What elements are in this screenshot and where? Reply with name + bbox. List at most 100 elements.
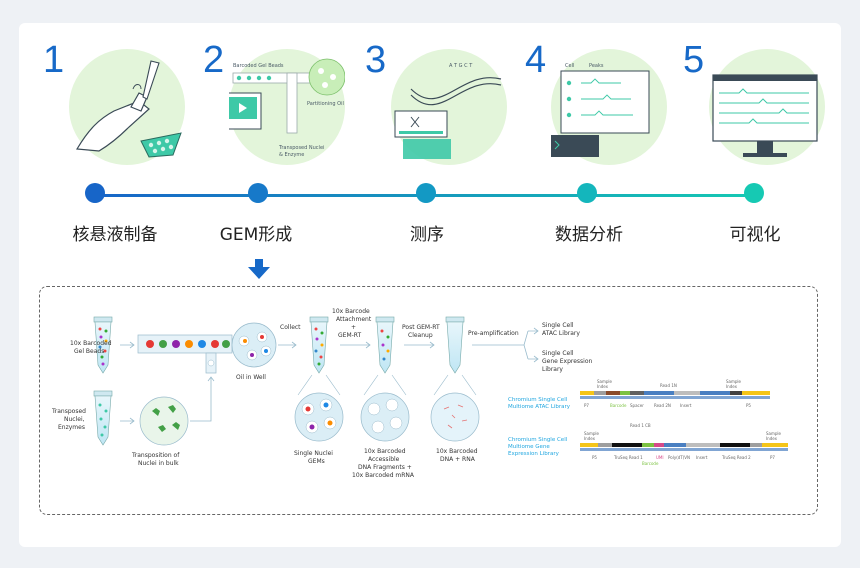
- gex-truseq2-label: TruSeq Read 2: [721, 455, 751, 460]
- atac-p5-label: P5: [746, 403, 751, 408]
- gex-truseq1-label: TruSeq Read 1: [613, 455, 643, 460]
- peaks-column-label: Peaks: [589, 63, 604, 69]
- step-2: Barcoded Gel Beads Partitioning Oil Tran…: [203, 41, 353, 171]
- timeline-dot-4: [577, 183, 597, 203]
- gex-read1-label: Read 1 CB: [630, 423, 651, 428]
- gel-beads-label: Barcoded Gel Beads: [233, 63, 284, 69]
- step-1: 1: [43, 41, 193, 171]
- post-label-1: Post GEM-RT: [402, 324, 440, 331]
- gex-barcode-label: Barcode: [642, 461, 659, 466]
- step-5-label: 可视化: [729, 225, 781, 245]
- fragments-label-3: DNA Fragments +: [358, 464, 412, 471]
- down-arrow-icon: [248, 259, 270, 279]
- sequencing-icon: A T G C T: [394, 63, 502, 159]
- dna-rna-tube: [445, 316, 465, 374]
- post-label-2: Cleanup: [408, 332, 433, 339]
- step-3: A T G C T 3: [365, 41, 515, 171]
- atac-spacer-label: Spacer: [630, 403, 644, 408]
- cell-column-label: Cell: [565, 63, 574, 69]
- atac-index-label-right: Index: [726, 384, 738, 389]
- workflow-detail-diagram: 10x Barcoded Gel Beads Oil in Well: [51, 308, 788, 479]
- gex-p5-label: P5: [592, 455, 597, 460]
- gex-sample-label: Sample: [584, 431, 600, 436]
- transposed-label-1: Transposed: [51, 408, 86, 415]
- atac-construct-label-2: Multiome ATAC Library: [508, 404, 571, 410]
- atac-sample-label-right: Sample: [726, 379, 742, 384]
- gex-construct-label-3: Expression Library: [508, 451, 560, 457]
- dna-rna-label-2: DNA + RNA: [440, 456, 476, 463]
- transposition-circle: [139, 396, 189, 446]
- transposition-label-2: Nuclei in bulk: [138, 460, 179, 467]
- partitioning-oil-label: Partitioning Oil: [307, 101, 344, 107]
- atac-barcode-label: Barcode: [610, 403, 627, 408]
- gems-tube: [309, 316, 329, 374]
- monitor-icon: [712, 74, 818, 157]
- data-analysis-icon: Cell Peaks: [551, 63, 650, 157]
- gex-umi-label: UMI: [656, 455, 664, 460]
- gex-construct-label-1: Chromium Single Cell: [508, 437, 568, 443]
- attach-label-2: Attachment: [336, 316, 372, 323]
- enzyme-label: & Enzyme: [279, 152, 304, 158]
- step-3-number: 3: [365, 39, 387, 81]
- gex-insert-label: Insert: [696, 455, 708, 460]
- gex-construct-label-2: Multiome Gene: [508, 444, 550, 450]
- pipette-tube-icon: [75, 60, 182, 158]
- timeline-dot-5: [744, 183, 764, 203]
- gex-polyt-label: Poly(dT)VN: [668, 455, 690, 460]
- transposed-nuclei-tube: [93, 390, 113, 446]
- atac-sample-label: Sample: [597, 379, 613, 384]
- transposed-label-3: Enzymes: [58, 424, 85, 431]
- timeline-dot-1: [85, 183, 105, 203]
- step-1-label: 核悬液制备: [72, 225, 158, 245]
- gex-library-label-2: Gene Expression: [542, 358, 593, 365]
- gems-circle: [294, 392, 344, 442]
- gex-p7-label: P7: [770, 455, 775, 460]
- dna-rna-label-1: 10x Barcoded: [436, 448, 478, 455]
- workflow-card: 1 Barcoded Gel Beads Partitioning Oil Tr…: [19, 23, 841, 547]
- fragments-circle: [360, 392, 410, 442]
- gex-construct-bar: [580, 443, 788, 451]
- workflow-detail-panel: 10x Barcoded Gel Beads Oil in Well: [39, 286, 818, 515]
- transposed-label-2: Nuclei,: [64, 416, 85, 423]
- timeline-dot-2: [248, 183, 268, 203]
- step-5: 5: [683, 41, 833, 171]
- atac-library-label-2: ATAC Library: [542, 330, 580, 337]
- atac-library-label-1: Single Cell: [542, 322, 574, 329]
- step-1-number: 1: [43, 39, 65, 81]
- pre-amp-label: Pre-amplification: [468, 330, 519, 337]
- atac-construct-bar: [580, 391, 770, 399]
- dna-rna-circle: [430, 392, 480, 442]
- step-4-number: 4: [525, 39, 547, 81]
- microfluidic-channel: [137, 334, 233, 374]
- gems-label-2: GEMs: [308, 458, 325, 465]
- atac-insert-label: Insert: [680, 403, 692, 408]
- collect-label: Collect: [280, 324, 301, 331]
- step-4-label: 数据分析: [555, 225, 623, 245]
- transposition-label-1: Transposition of: [131, 452, 180, 459]
- gex-index-label-right: Index: [766, 436, 778, 441]
- timeline-dot-3: [416, 183, 436, 203]
- gel-beads-label-1: 10x Barcoded: [70, 340, 112, 347]
- gex-library-label-1: Single Cell: [542, 350, 574, 357]
- step-4: Cell Peaks 4: [525, 41, 675, 171]
- atac-read2-label: Read 2N: [654, 403, 671, 408]
- step-2-label: GEM形成: [219, 225, 293, 245]
- step-2-number: 2: [203, 39, 225, 81]
- oil-in-well-label: Oil in Well: [236, 374, 266, 381]
- atac-p7-label: P7: [584, 403, 589, 408]
- gel-beads-label-2: Gel Beads: [74, 348, 104, 355]
- gex-library-label-3: Library: [542, 366, 563, 373]
- gems-label-1: Single Nuclei: [294, 450, 333, 457]
- gex-sample-label-right: Sample: [766, 431, 782, 436]
- fragments-tube: [375, 316, 395, 374]
- microfluidic-chip-icon: Barcoded Gel Beads Partitioning Oil Tran…: [229, 58, 345, 158]
- sequencing-bases-label: A T G C T: [449, 63, 473, 69]
- atac-index-label: Index: [597, 384, 609, 389]
- atac-read1-label: Read 1N: [660, 383, 677, 388]
- attach-label-3: +: [351, 324, 356, 331]
- attach-label-4: GEM-RT: [338, 332, 362, 339]
- transposed-nuclei-label: Transposed Nuclei: [278, 145, 324, 151]
- gel-beads-tube: [93, 316, 113, 374]
- attach-label-1: 10x Barcode: [332, 308, 370, 315]
- atac-construct-label-1: Chromium Single Cell: [508, 397, 568, 403]
